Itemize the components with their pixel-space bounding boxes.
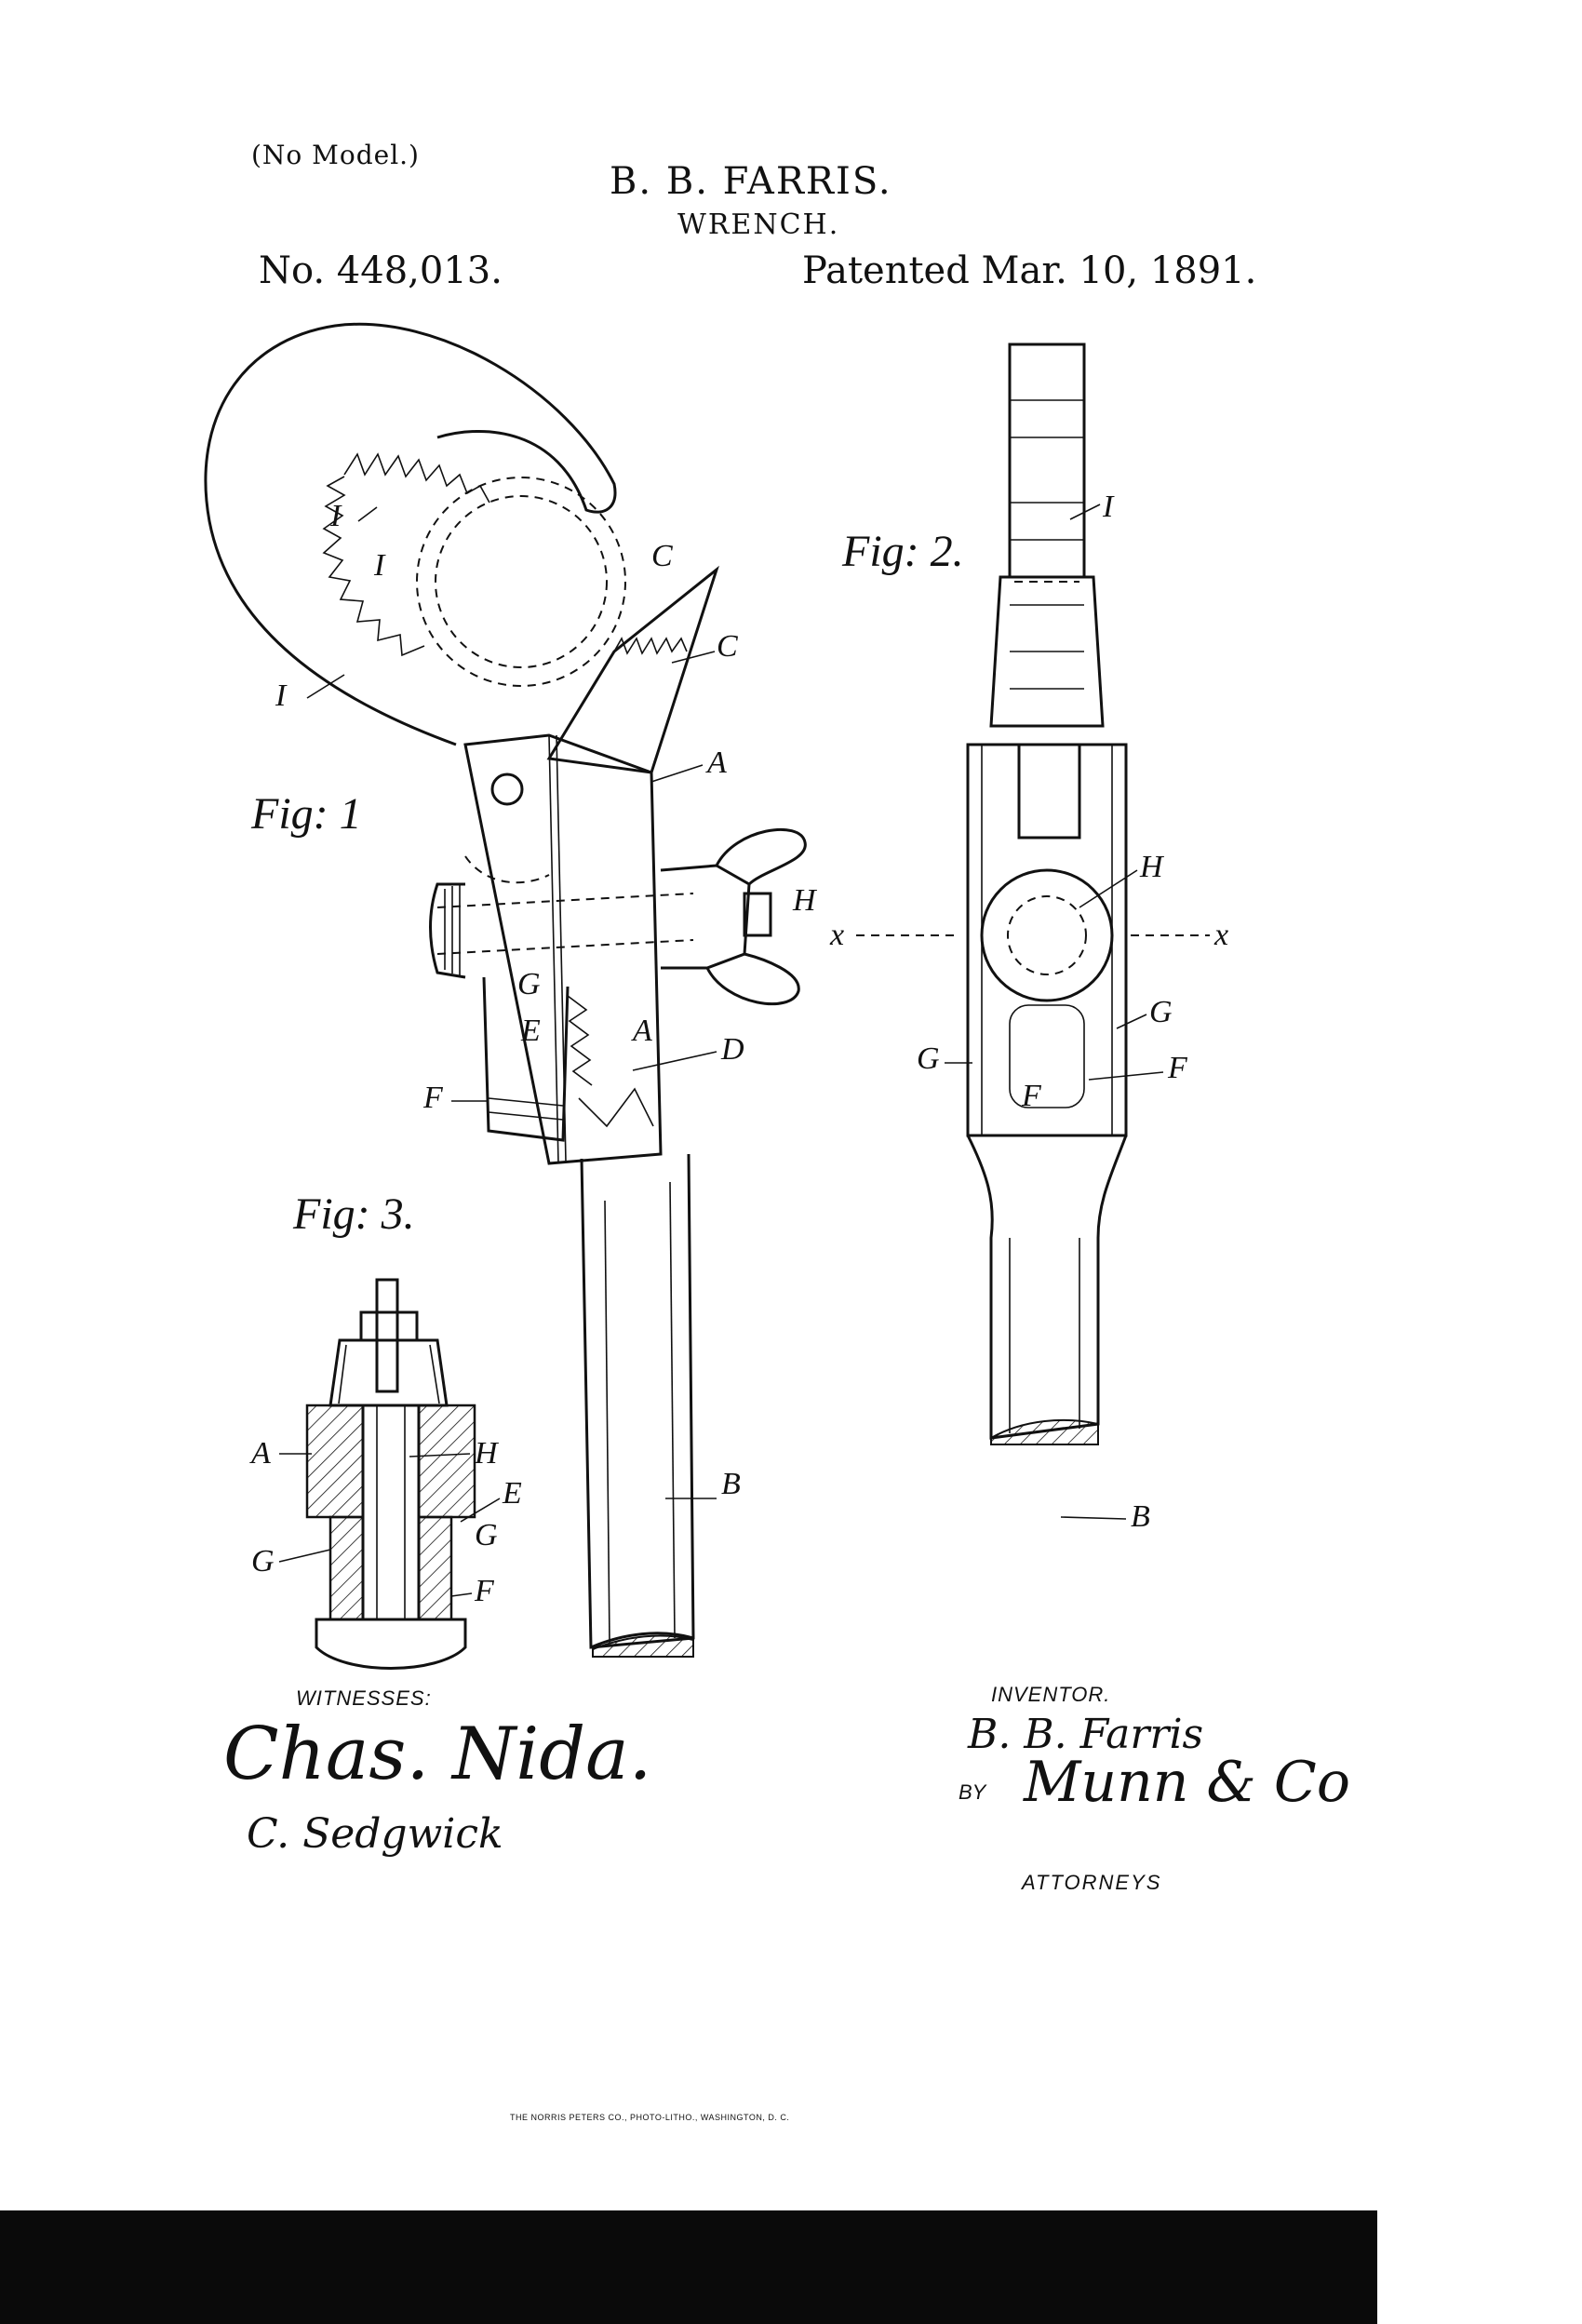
witnesses-label: WITNESSES: [296,1686,432,1710]
fig1-label-c: C [717,629,738,664]
by-label: BY [959,1780,986,1804]
patent-number: No. 448,013. [259,249,503,292]
fig2-label-f: F [1167,1051,1188,1085]
fig2-label-f-prime: F [1021,1079,1042,1113]
fig3-caption: Fig: 3. [292,1189,415,1239]
fig1-label-a: A [705,746,727,780]
fig3-label-g-right: G [475,1518,498,1552]
patent-title: WRENCH. [677,208,840,241]
fig1-label-i-2: I [373,548,386,583]
inventor-label: INVENTOR. [991,1683,1111,1706]
inventor-name: B. B. FARRIS. [610,160,892,203]
fig2-label-g-left: G [917,1041,940,1076]
inventor-signature: B. B. Farris [968,1711,1204,1758]
fig2-label-g-right: G [1149,995,1173,1029]
fig1-label-b: B [721,1467,741,1501]
fig1-label-g: G [517,967,541,1001]
patent-date: Patented Mar. 10, 1891. [802,249,1257,292]
fig3-label-h: H [474,1436,500,1471]
fig2-label-x-left: x [829,918,844,952]
witness-1-signature: Chas. Nida. [223,1713,652,1796]
model-note: (No Model.) [251,140,420,170]
fig2-label-b: B [1131,1499,1150,1534]
fig1-label-i-3: I [275,678,288,713]
fig1-label-a-prime: A [631,1014,652,1048]
fig3-label-e: E [502,1476,522,1511]
figure-1-drawing [204,322,807,1658]
figure-3-drawing [305,1278,476,1670]
fig3-label-a: A [249,1436,271,1471]
witness-2-signature: C. Sedgwick [247,1810,503,1858]
fig1-label-f: F [422,1081,444,1115]
scan-bottom-edge [0,2210,1377,2324]
fig1-label-c-prime: C [651,539,673,573]
fig1-label-e: E [520,1014,541,1048]
attorneys-label: ATTORNEYS [1022,1871,1162,1894]
fig2-label-i: I [1102,490,1115,524]
fig1-label-h: H [792,883,818,918]
printer-credit: THE NORRIS PETERS CO., PHOTO-LITHO., WAS… [510,2113,790,2122]
fig3-label-g-left: G [251,1544,275,1578]
fig2-label-h: H [1139,850,1165,884]
fig3-label-f: F [474,1574,495,1608]
fig1-label-i-1: I [329,499,342,533]
fig1-caption: Fig: 1 [250,789,362,839]
fig2-caption: Fig: 2. [841,527,964,576]
figure-2-drawing [856,343,1210,1445]
fig1-label-d: D [720,1032,744,1067]
fig2-label-x-right: x [1213,918,1228,952]
attorney-signature: Munn & Co [1024,1750,1350,1815]
